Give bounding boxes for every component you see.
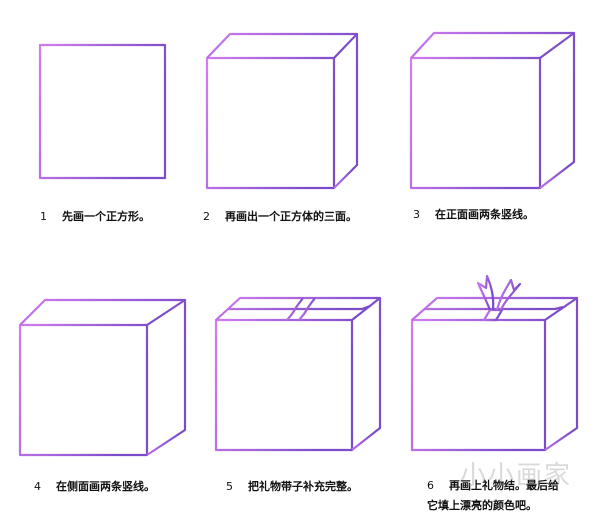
step-6-caption: 6 再画上礼物结。最后给 (427, 477, 559, 493)
step-5-caption: 5 把礼物带子补充完整。 (226, 478, 358, 494)
step3-cube-front-lines (409, 31, 576, 190)
step-number: 2 (203, 210, 210, 223)
step6-cube-bow (410, 274, 579, 452)
step2-cube (205, 32, 359, 190)
step5-cube-ribbon (214, 296, 382, 452)
step-number: 5 (226, 480, 233, 493)
step-number: 1 (40, 210, 47, 223)
step-number: 6 (427, 479, 434, 492)
step-2-caption: 2 再画出一个正方体的三面。 (203, 208, 357, 224)
step-text: 把礼物带子补充完整。 (248, 480, 358, 493)
step4-cube-side-lines (18, 298, 187, 457)
step-text: 再画上礼物结。最后给 (449, 479, 559, 492)
step1-square (38, 43, 167, 180)
step-3-caption: 3 在正面画两条竖线。 (413, 206, 534, 222)
step-text: 在正面画两条竖线。 (435, 208, 534, 221)
step-text: 再画出一个正方体的三面。 (225, 210, 357, 223)
step-6-caption-line2: 它填上漂亮的颜色吧。 (427, 499, 537, 512)
step-4-caption: 4 在侧面画两条竖线。 (34, 478, 155, 494)
step-text: 在侧面画两条竖线。 (56, 480, 155, 493)
step-text: 先画一个正方形。 (62, 210, 150, 223)
step-1-caption: 1 先画一个正方形。 (40, 208, 150, 224)
watermark: 小小画家 (460, 461, 573, 491)
step-number: 3 (413, 208, 420, 221)
step-number: 4 (34, 480, 41, 493)
